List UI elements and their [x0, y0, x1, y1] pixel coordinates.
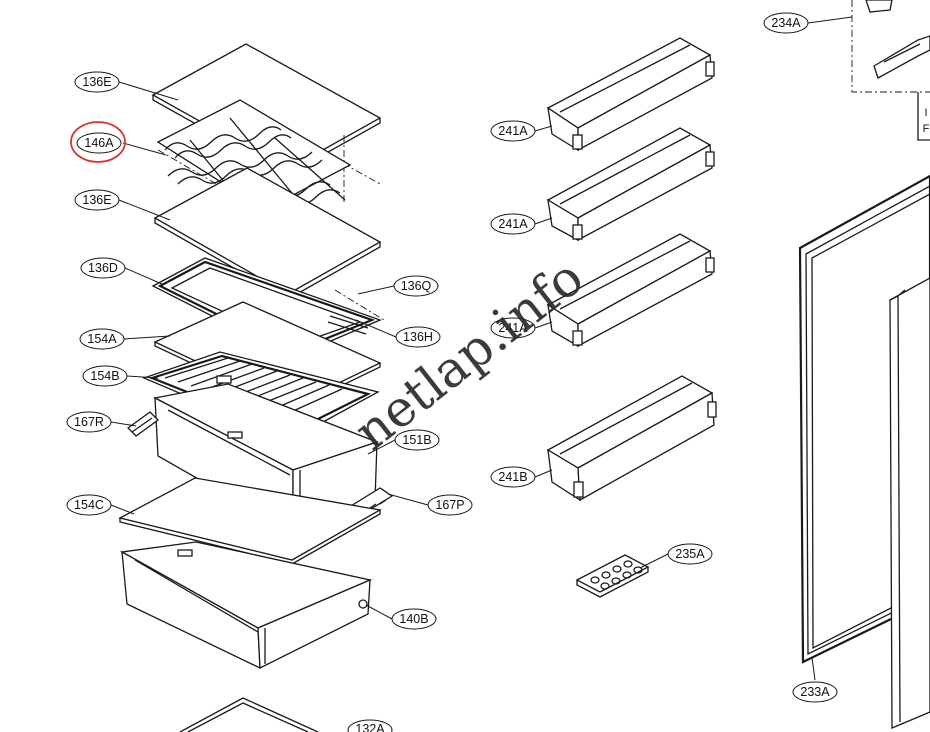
callout-label: 136E — [82, 75, 111, 89]
callout-154c: 154C — [66, 494, 112, 516]
callout-label: 140B — [399, 612, 428, 626]
callout-label: 146A — [84, 136, 114, 150]
svg-text:F: F — [923, 123, 930, 135]
callout-label: 154B — [90, 369, 119, 383]
door-panel — [889, 277, 930, 729]
highlight-circle — [70, 121, 126, 163]
door-basket-3 — [546, 233, 715, 348]
rail-left — [127, 411, 159, 437]
callout-label: 241A — [498, 217, 528, 231]
callout-label: 151B — [402, 433, 431, 447]
callout-label: 136E — [82, 193, 111, 207]
callout-241a-2: 241A — [490, 213, 536, 235]
callout-241b: 241B — [490, 466, 536, 488]
egg-tray — [575, 554, 650, 598]
callout-label: 136H — [403, 330, 433, 344]
callout-label: 136D — [88, 261, 118, 275]
callout-136e-middle: 136E — [74, 189, 120, 211]
callout-140b: 140B — [391, 608, 437, 630]
callout-154b: 154B — [82, 365, 128, 387]
callout-label: 233A — [800, 685, 830, 699]
bottom-tray — [179, 697, 319, 732]
leader-lines — [110, 16, 853, 681]
callout-label: 167R — [74, 415, 104, 429]
callout-label: 235A — [675, 547, 705, 561]
callout-132a: 132A — [347, 719, 393, 732]
callout-241a-1: 241A — [490, 120, 536, 142]
callout-label: 154A — [87, 332, 117, 346]
callout-167p: 167P — [427, 494, 473, 516]
callout-136e-top: 136E — [74, 71, 120, 93]
svg-text:I: I — [924, 107, 927, 119]
callout-label: 241A — [498, 321, 528, 335]
lower-drawer — [119, 541, 373, 670]
callout-235a: 235A — [667, 543, 713, 565]
door-basket-2 — [546, 127, 715, 242]
door-basket-1 — [546, 37, 715, 152]
callout-label: 167P — [435, 498, 464, 512]
callout-136h: 136H — [395, 326, 441, 348]
callout-label: 234A — [771, 16, 801, 30]
callout-241a-3: 241A — [490, 317, 536, 339]
callout-136d: 136D — [80, 257, 126, 279]
callout-151b: 151B — [394, 429, 440, 451]
door-basket-4 — [546, 375, 717, 502]
callout-label: 241B — [498, 470, 527, 484]
callout-154a: 154A — [79, 328, 125, 350]
callout-label: 136Q — [401, 279, 432, 293]
callout-label: 132A — [355, 722, 385, 732]
detail-inset: I F — [851, 0, 930, 141]
callout-167r: 167R — [66, 411, 112, 433]
callout-136q: 136Q — [393, 275, 439, 297]
door-gasket — [798, 174, 930, 664]
watermark-text: netlap.info — [344, 248, 594, 461]
callout-146a: 146A — [70, 121, 126, 163]
callout-label: 241A — [498, 124, 528, 138]
callout-233a: 233A — [792, 681, 838, 703]
callout-234a: 234A — [763, 12, 809, 34]
callout-label: 154C — [74, 498, 104, 512]
